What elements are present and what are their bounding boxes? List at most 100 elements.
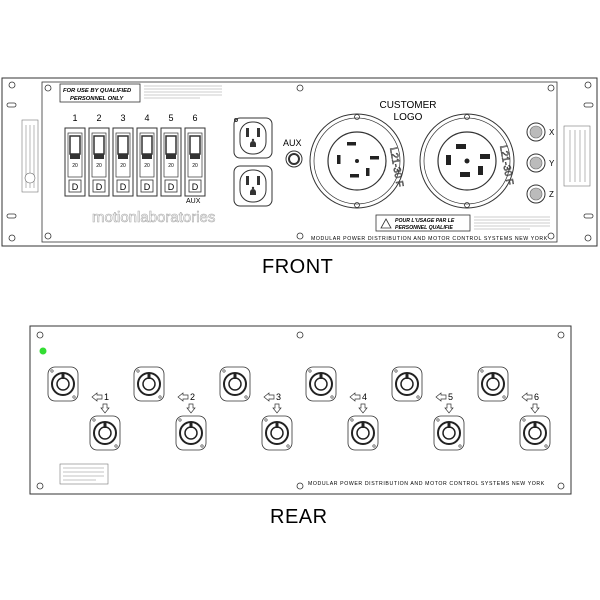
rear-rack-frame	[29, 325, 572, 495]
rear-output-connector-1[interactable]	[89, 415, 121, 451]
rear-rack-screws	[36, 331, 565, 490]
connector-key	[361, 422, 365, 428]
rear-output-connector-2[interactable]	[175, 415, 207, 451]
arrow-left-icon	[177, 392, 189, 402]
indicator-z: Z	[526, 184, 554, 204]
breaker-rating: 20	[192, 163, 198, 169]
connector-key	[233, 373, 237, 379]
channel-6-marker: 6	[521, 392, 540, 414]
connector-screw	[136, 369, 140, 373]
front-warning-top-line2: PERSONNEL ONLY	[70, 96, 124, 102]
connector-core	[98, 426, 112, 440]
breaker-rating: 20	[144, 163, 150, 169]
rear-input-connector-3[interactable]	[219, 366, 251, 402]
breaker-number: 6	[192, 113, 197, 123]
connector-key	[61, 373, 65, 379]
rear-input-connector-6[interactable]	[477, 366, 509, 402]
arrow-left-icon	[435, 392, 447, 402]
connector-key	[405, 373, 409, 379]
connector-key	[275, 422, 279, 428]
breaker-toggle[interactable]	[93, 135, 105, 155]
channel-1-marker: 1	[91, 392, 110, 414]
duplex-outlet-bottom[interactable]	[233, 165, 273, 207]
arrow-down-icon	[530, 403, 540, 414]
rear-input-connector-1[interactable]	[47, 366, 79, 402]
arrow-down-icon	[100, 403, 110, 414]
connector-key	[447, 422, 451, 428]
indicator-label: X	[549, 128, 555, 137]
indicator-label: Y	[549, 159, 555, 168]
breaker-toggle-base	[190, 154, 200, 159]
connector-screw	[330, 395, 334, 399]
front-rack-screws	[8, 81, 592, 242]
l21-30-connector-left[interactable]: L21-30 F	[309, 113, 405, 209]
customer-logo-line2: LOGO	[394, 112, 423, 123]
connector-key	[147, 373, 151, 379]
breaker-toggle[interactable]	[189, 135, 201, 155]
rear-output-connector-4[interactable]	[347, 415, 379, 451]
indicator-lens-inner	[529, 156, 543, 170]
breaker-letter: D	[168, 182, 175, 192]
breaker-toggle[interactable]	[141, 135, 153, 155]
brand-watermark-text: motionlaboratories	[92, 209, 215, 226]
connector-core	[184, 426, 198, 440]
aux-connector[interactable]	[285, 150, 303, 168]
connector-core	[314, 377, 328, 391]
connector-core	[442, 426, 456, 440]
front-warning-top: FOR USE BY QUALIFIED PERSONNEL ONLY	[59, 83, 222, 103]
front-view-label: FRONT	[262, 256, 334, 278]
rear-output-connector-5[interactable]	[433, 415, 465, 451]
breaker-number: 5	[168, 113, 173, 123]
breaker-letter: D	[144, 182, 151, 192]
indicator-label: Z	[549, 190, 554, 199]
connector-core	[400, 377, 414, 391]
rear-input-connector-5[interactable]	[391, 366, 423, 402]
connector-screw	[458, 444, 462, 448]
connector-key	[319, 373, 323, 379]
duplex-outlet-top[interactable]	[233, 117, 273, 159]
connector-key	[533, 422, 537, 428]
connector-screw	[480, 369, 484, 373]
l21-30-connector-right[interactable]: L21-30 F	[419, 113, 515, 209]
breaker-toggle-base	[118, 154, 128, 159]
front-warning-bottom: POUR L'USAGE PAR LE PERSONNEL QUALIFIE	[375, 214, 550, 232]
breaker-toggle-base	[70, 154, 80, 159]
front-warning-bottom-line1: POUR L'USAGE PAR LE	[395, 218, 455, 224]
rear-input-connector-4[interactable]	[305, 366, 337, 402]
breaker-6[interactable]: 6 20D	[184, 113, 206, 197]
connector-screw	[394, 369, 398, 373]
connector-screw	[522, 418, 526, 422]
breaker-toggle[interactable]	[69, 135, 81, 155]
connector-screw	[72, 395, 76, 399]
connector-screw	[502, 395, 506, 399]
rear-view-label: REAR	[270, 506, 328, 528]
channel-number: 1	[104, 392, 109, 402]
breaker-letter: D	[192, 182, 199, 192]
connector-screw	[350, 418, 354, 422]
channel-5-marker: 5	[435, 392, 454, 414]
connector-core	[528, 426, 542, 440]
breaker-toggle[interactable]	[117, 135, 129, 155]
arrow-left-icon	[521, 392, 533, 402]
channel-number: 2	[190, 392, 195, 402]
rear-output-connector-3[interactable]	[261, 415, 293, 451]
breaker-number: 3	[120, 113, 125, 123]
connector-screw	[114, 444, 118, 448]
breaker-letter-box	[164, 179, 178, 193]
arrow-down-icon	[272, 403, 282, 414]
breaker-number: 1	[72, 113, 77, 123]
front-warning-bottom-line2: PERSONNEL QUALIFIE	[395, 225, 453, 231]
breaker-toggle[interactable]	[165, 135, 177, 155]
front-panel: FOR USE BY QUALIFIED PERSONNEL ONLY 120D…	[1, 77, 598, 247]
front-warning-top-line1: FOR USE BY QUALIFIED	[63, 88, 132, 94]
rear-output-connector-6[interactable]	[519, 415, 551, 451]
breaker-letter-box	[92, 179, 106, 193]
rear-input-connector-2[interactable]	[133, 366, 165, 402]
